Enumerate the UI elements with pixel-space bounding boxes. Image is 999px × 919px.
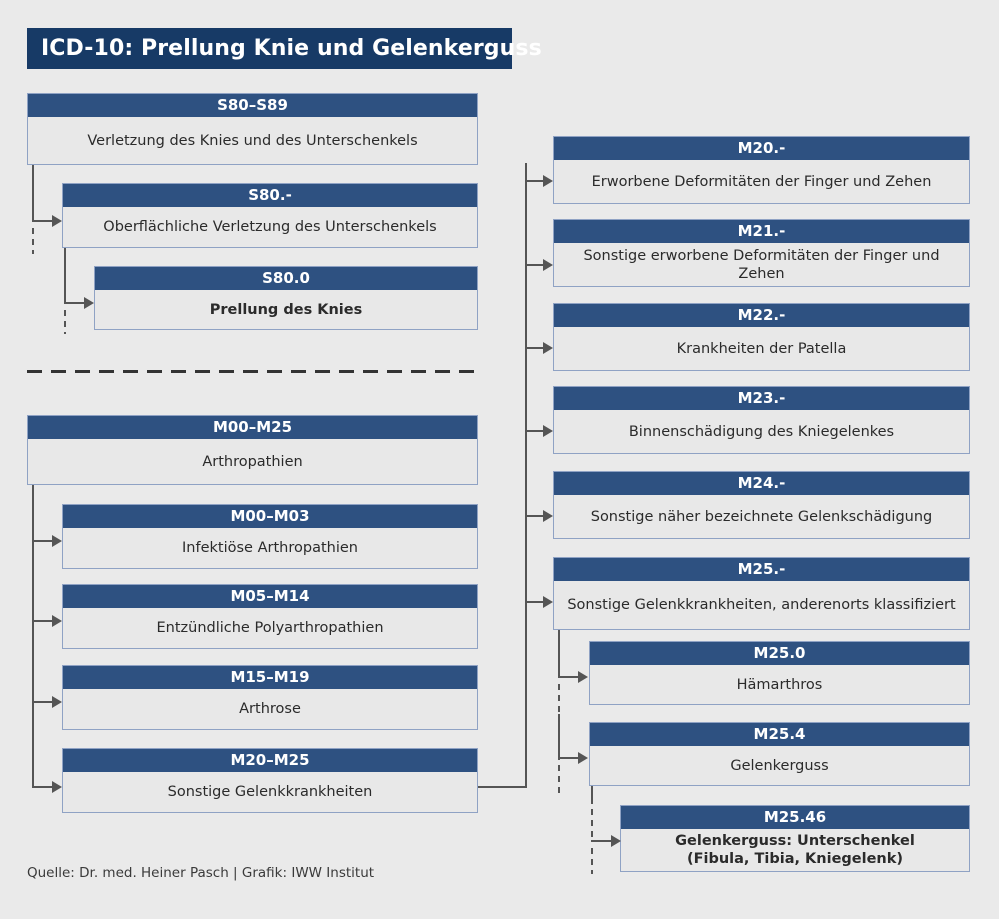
node-m20[interactable]: M20.- Erworbene Deformitäten der Finger … xyxy=(553,136,970,204)
node-m00-m25[interactable]: M00–M25 Arthropathien xyxy=(27,415,478,485)
connector-arrow xyxy=(52,215,62,227)
connector-line xyxy=(64,248,66,304)
node-code: M00–M25 xyxy=(28,416,477,439)
node-label: Hämarthros xyxy=(736,676,823,693)
connector-dashed-tail xyxy=(64,310,66,334)
source-credit: Quelle: Dr. med. Heiner Pasch | Grafik: … xyxy=(27,865,375,881)
connector-line xyxy=(591,840,613,842)
section-divider xyxy=(27,370,479,373)
node-m05-m14[interactable]: M05–M14 Entzündliche Polyarthropathien xyxy=(62,584,478,649)
node-code: S80.0 xyxy=(95,267,477,290)
node-code: M25.0 xyxy=(590,642,969,665)
node-code: M20–M25 xyxy=(63,749,477,772)
node-s80-0[interactable]: S80.0 Prellung des Knies xyxy=(94,266,478,330)
node-label: Sonstige Gelenkkrankheiten xyxy=(167,784,373,800)
node-m00-m03[interactable]: M00–M03 Infektiöse Arthropathien xyxy=(62,504,478,569)
connector-line xyxy=(558,757,580,759)
node-label: Entzündliche Polyarthropathien xyxy=(156,620,384,636)
node-label: Infektiöse Arthropathien xyxy=(182,540,358,556)
connector-arrow xyxy=(578,671,588,683)
connector-dashed-tail xyxy=(32,228,34,254)
node-code: M22.- xyxy=(554,304,969,327)
node-m24[interactable]: M24.- Sonstige näher bezeichnete Gelenks… xyxy=(553,471,970,539)
node-code: M05–M14 xyxy=(63,585,477,608)
connector-arrow xyxy=(52,615,62,627)
connector-line xyxy=(32,220,54,222)
node-label: Arthrose xyxy=(239,701,301,717)
node-s80-s89[interactable]: S80–S89 Verletzung des Knies und des Unt… xyxy=(27,93,478,165)
connector-dashed-tail xyxy=(591,798,593,840)
connector-dashed-tail xyxy=(558,765,560,793)
connector-line xyxy=(525,264,545,266)
connector-line xyxy=(558,676,580,678)
connector-bridge xyxy=(525,163,527,788)
node-m15-m19[interactable]: M15–M19 Arthrose xyxy=(62,665,478,730)
connector-dashed-tail xyxy=(591,848,593,874)
node-m25-4[interactable]: M25.4 Gelenkerguss xyxy=(589,722,970,786)
connector-arrow xyxy=(543,259,553,271)
connector-arrow xyxy=(543,596,553,608)
node-label: Verletzung des Knies und des Unterschenk… xyxy=(87,132,418,149)
node-code: M25.46 xyxy=(621,806,969,829)
connector-line xyxy=(558,714,560,760)
node-code: M25.- xyxy=(554,558,969,581)
node-m22[interactable]: M22.- Krankheiten der Patella xyxy=(553,303,970,371)
connector-line xyxy=(32,620,54,622)
connector-line xyxy=(32,165,34,221)
node-label: Oberflächliche Verletzung des Unterschen… xyxy=(103,219,437,235)
connector-line xyxy=(525,180,545,182)
connector-arrow xyxy=(52,781,62,793)
node-label: Sonstige näher bezeichnete Gelenkschädig… xyxy=(590,508,933,525)
connector-line xyxy=(32,786,54,788)
node-code: M23.- xyxy=(554,387,969,410)
connector-dashed-tail xyxy=(558,684,560,714)
connector-line xyxy=(525,601,545,603)
node-label: Binnenschädigung des Kniegelenkes xyxy=(628,423,895,440)
connector-arrow xyxy=(611,835,621,847)
node-label: Gelenkerguss: Unterschenkel (Fibula, Tib… xyxy=(675,833,915,867)
node-label: Krankheiten der Patella xyxy=(676,340,847,357)
connector-line xyxy=(525,515,545,517)
connector-line xyxy=(525,347,545,349)
connector-arrow xyxy=(543,510,553,522)
node-code: M00–M03 xyxy=(63,505,477,528)
connector-bridge xyxy=(478,786,527,788)
node-m25-0[interactable]: M25.0 Hämarthros xyxy=(589,641,970,705)
connector-arrow xyxy=(52,696,62,708)
connector-arrow xyxy=(543,175,553,187)
node-m23[interactable]: M23.- Binnenschädigung des Kniegelenkes xyxy=(553,386,970,454)
node-code: M20.- xyxy=(554,137,969,160)
connector-arrow xyxy=(578,752,588,764)
node-label: Gelenkerguss xyxy=(730,757,829,774)
node-code: M25.4 xyxy=(590,723,969,746)
connector-arrow xyxy=(543,425,553,437)
connector-line xyxy=(32,701,54,703)
connector-arrow xyxy=(84,297,94,309)
node-code: M24.- xyxy=(554,472,969,495)
connector-arrow xyxy=(543,342,553,354)
node-code: S80.- xyxy=(63,184,477,207)
page-title: ICD-10: Prellung Knie und Gelenkerguss xyxy=(27,28,542,69)
connector-line xyxy=(32,540,54,542)
node-code: M21.- xyxy=(554,220,969,243)
connector-line xyxy=(525,430,545,432)
node-s80[interactable]: S80.- Oberflächliche Verletzung des Unte… xyxy=(62,183,478,248)
node-m25-46[interactable]: M25.46 Gelenkerguss: Unterschenkel (Fibu… xyxy=(620,805,970,872)
connector-arrow xyxy=(52,535,62,547)
node-m25[interactable]: M25.- Sonstige Gelenkkrankheiten, andere… xyxy=(553,557,970,630)
connector-line xyxy=(64,302,86,304)
node-label: Erworbene Deformitäten der Finger und Ze… xyxy=(591,173,932,190)
connector-line xyxy=(558,630,560,677)
node-label: Prellung des Knies xyxy=(209,301,363,318)
node-label: Sonstige erworbene Deformitäten der Fing… xyxy=(583,247,940,282)
node-code: S80–S89 xyxy=(28,94,477,117)
connector-trunk xyxy=(32,485,34,788)
connector-line xyxy=(591,786,593,800)
node-code: M15–M19 xyxy=(63,666,477,689)
node-m21[interactable]: M21.- Sonstige erworbene Deformitäten de… xyxy=(553,219,970,287)
node-label: Sonstige Gelenkkrankheiten, anderenorts … xyxy=(567,597,956,613)
node-m20-m25[interactable]: M20–M25 Sonstige Gelenkkrankheiten xyxy=(62,748,478,813)
node-label: Arthropathien xyxy=(202,453,303,470)
